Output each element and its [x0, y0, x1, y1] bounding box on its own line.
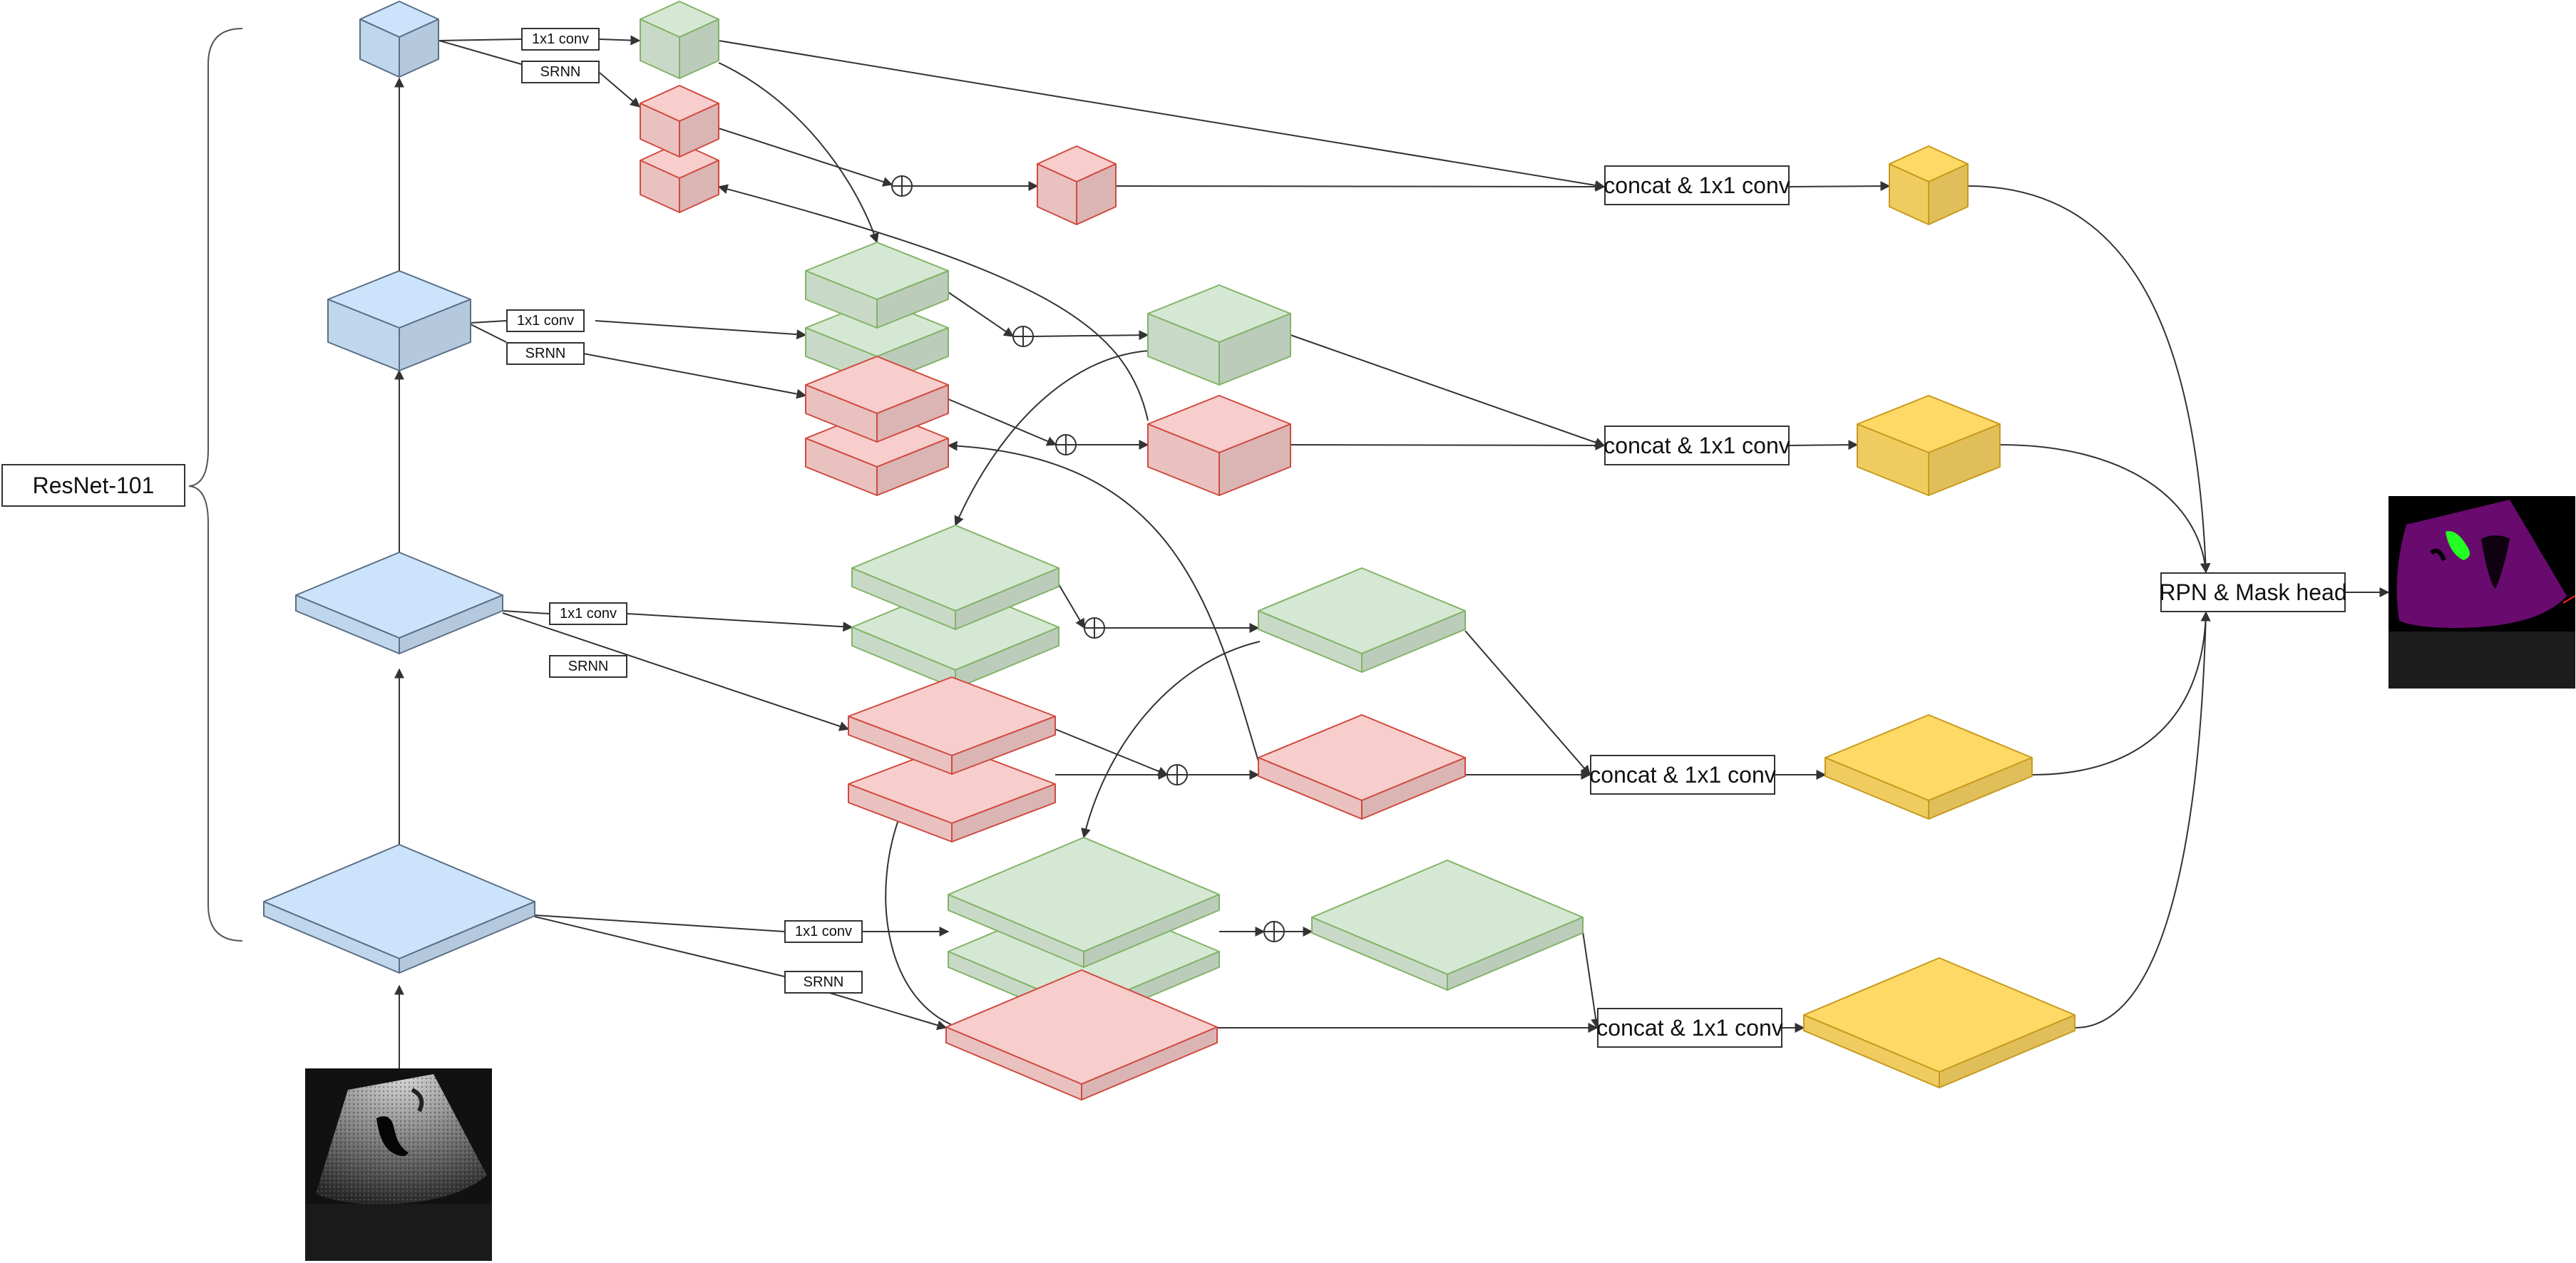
- edge-output3-to-head: [2031, 611, 2211, 775]
- edge-srnn-to-srnn-block-l4: [826, 991, 948, 1031]
- backbone-block-level1: [359, 1, 439, 78]
- fused-srnn-block-level2: [1147, 395, 1291, 496]
- edge-output2-to-head: [1999, 444, 2210, 574]
- conv-block-level2-a: [805, 242, 949, 329]
- sum-node-level2-srnn: [1055, 434, 1077, 455]
- edge-sum-to-fused-conv-l2: [1032, 330, 1149, 341]
- srnn-block-level4: [945, 969, 1218, 1100]
- sum-node-level3-conv: [1084, 617, 1105, 639]
- edge-srnn-to-srnn-block-l1: [599, 72, 641, 108]
- sum-node-level3-srnn: [1166, 764, 1188, 785]
- edge-fused-srnn-l3-up-to-srnn-l2: [947, 440, 1259, 762]
- edge-conv-l1-down-to-conv-l2: [718, 62, 879, 244]
- fused-srnn-block-level1: [1037, 145, 1117, 225]
- fused-srnn-block-level3: [1258, 714, 1466, 820]
- input-ultrasound-image: [305, 1068, 492, 1261]
- concat-label-level2: concat & 1x1 conv: [1603, 426, 1790, 465]
- edge-conv-to-conv-block-l3: [627, 613, 853, 632]
- backbone-block-level4: [263, 844, 535, 974]
- srnn-label-level3: SRNN: [549, 655, 627, 678]
- conv1x1-label-level4: 1x1 conv: [784, 920, 863, 943]
- edge-srnn-l2-to-sum: [948, 398, 1057, 446]
- edge-srnn-to-srnn-block-l2: [541, 345, 807, 399]
- edge-fused-srnn-l2-up-to-srnn-l1: [717, 184, 1149, 421]
- edge-output4-to-head: [2074, 611, 2211, 1029]
- edge-fused-conv-l2-down-to-conv-l3: [954, 350, 1150, 527]
- edge-srnn-l3-to-sum: [1054, 728, 1169, 776]
- srnn-block-level3-a: [848, 676, 1056, 775]
- conv-block-level1: [640, 1, 719, 79]
- edge-layer: [394, 35, 2390, 1068]
- edge-backbone3-srnn: [502, 612, 850, 731]
- output-block-level3: [1825, 714, 2033, 820]
- edge-fused-conv-l4-to-concat4: [1582, 931, 1601, 1029]
- edge-fused-conv-l3-to-concat3: [1464, 630, 1591, 776]
- edge-backbone2-conv: [470, 320, 507, 324]
- srnn-label-level2: SRNN: [506, 342, 585, 365]
- sum-node-level1: [891, 175, 913, 197]
- srnn-label-level4: SRNN: [784, 971, 863, 994]
- sum-layer: [891, 175, 1285, 942]
- fused-conv-block-level2: [1147, 284, 1291, 386]
- output-block-level2: [1857, 395, 2001, 496]
- edge-backbone3-conv: [502, 610, 550, 614]
- srnn-block-level3-b: [848, 744, 1056, 842]
- srnn-block-level1-b: [640, 142, 719, 213]
- edge-conv-l2-to-sum: [948, 292, 1015, 337]
- srnn-block-level2-a: [805, 356, 949, 443]
- concat-label-level4: concat & 1x1 conv: [1596, 1008, 1783, 1048]
- output-block-level4: [1803, 957, 2075, 1088]
- edge-fused-conv-l2-to-concat2: [1290, 334, 1606, 448]
- edge-conv-to-conv-block-l2: [595, 320, 807, 340]
- conv-block-level3-a: [851, 525, 1059, 630]
- sum-node-level2-conv: [1012, 326, 1034, 347]
- sum-node-level4: [1263, 921, 1285, 942]
- conv-block-level4-a: [948, 837, 1220, 968]
- fused-conv-block-level3: [1258, 567, 1466, 673]
- edge-fused-conv-l3-down-to-conv-l4: [1081, 641, 1261, 839]
- backbone-label: ResNet-101: [1, 464, 185, 507]
- edge-backbone1-srnn: [438, 40, 522, 65]
- rpn-mask-head-label: RPN & Mask head: [2159, 572, 2347, 612]
- edge-backbone2-srnn: [470, 324, 507, 343]
- edge-output1-to-head: [1967, 185, 2211, 574]
- edge-fused-l1-to-concat1: [1115, 181, 1606, 192]
- edge-concat1-to-output1: [1789, 181, 1891, 192]
- concat-label-level1: concat & 1x1 conv: [1603, 165, 1790, 205]
- output-segmentation-image: [2388, 496, 2575, 689]
- edge-conv-l1-to-concat1: [718, 40, 1606, 190]
- edge-srnn-l1-to-sum: [718, 128, 893, 187]
- srnn-label-level1: SRNN: [521, 61, 600, 83]
- output-block-level1: [1889, 145, 1969, 225]
- srnn-block-level1-a: [640, 85, 719, 158]
- conv1x1-label-level3: 1x1 conv: [549, 602, 627, 625]
- block-layer: [263, 1, 2075, 1100]
- concat-label-level3: concat & 1x1 conv: [1589, 755, 1776, 795]
- backbone-block-level3: [295, 552, 503, 654]
- edge-backbone1-conv: [438, 38, 522, 41]
- conv1x1-label-level2: 1x1 conv: [506, 309, 585, 332]
- conv1x1-label-level1: 1x1 conv: [521, 28, 600, 51]
- backbone-block-level2: [327, 270, 471, 371]
- fused-conv-block-level4: [1311, 860, 1584, 991]
- edge-backbone4-srnn: [534, 916, 785, 977]
- backbone-brace: [188, 28, 243, 942]
- edge-conv-l3-to-sum: [1058, 584, 1085, 629]
- edge-backbone4-conv: [534, 914, 785, 932]
- edge-conv-to-conv-block-l1: [599, 35, 641, 46]
- edge-srnn-l4-up-to-srnn-l3: [885, 809, 956, 1027]
